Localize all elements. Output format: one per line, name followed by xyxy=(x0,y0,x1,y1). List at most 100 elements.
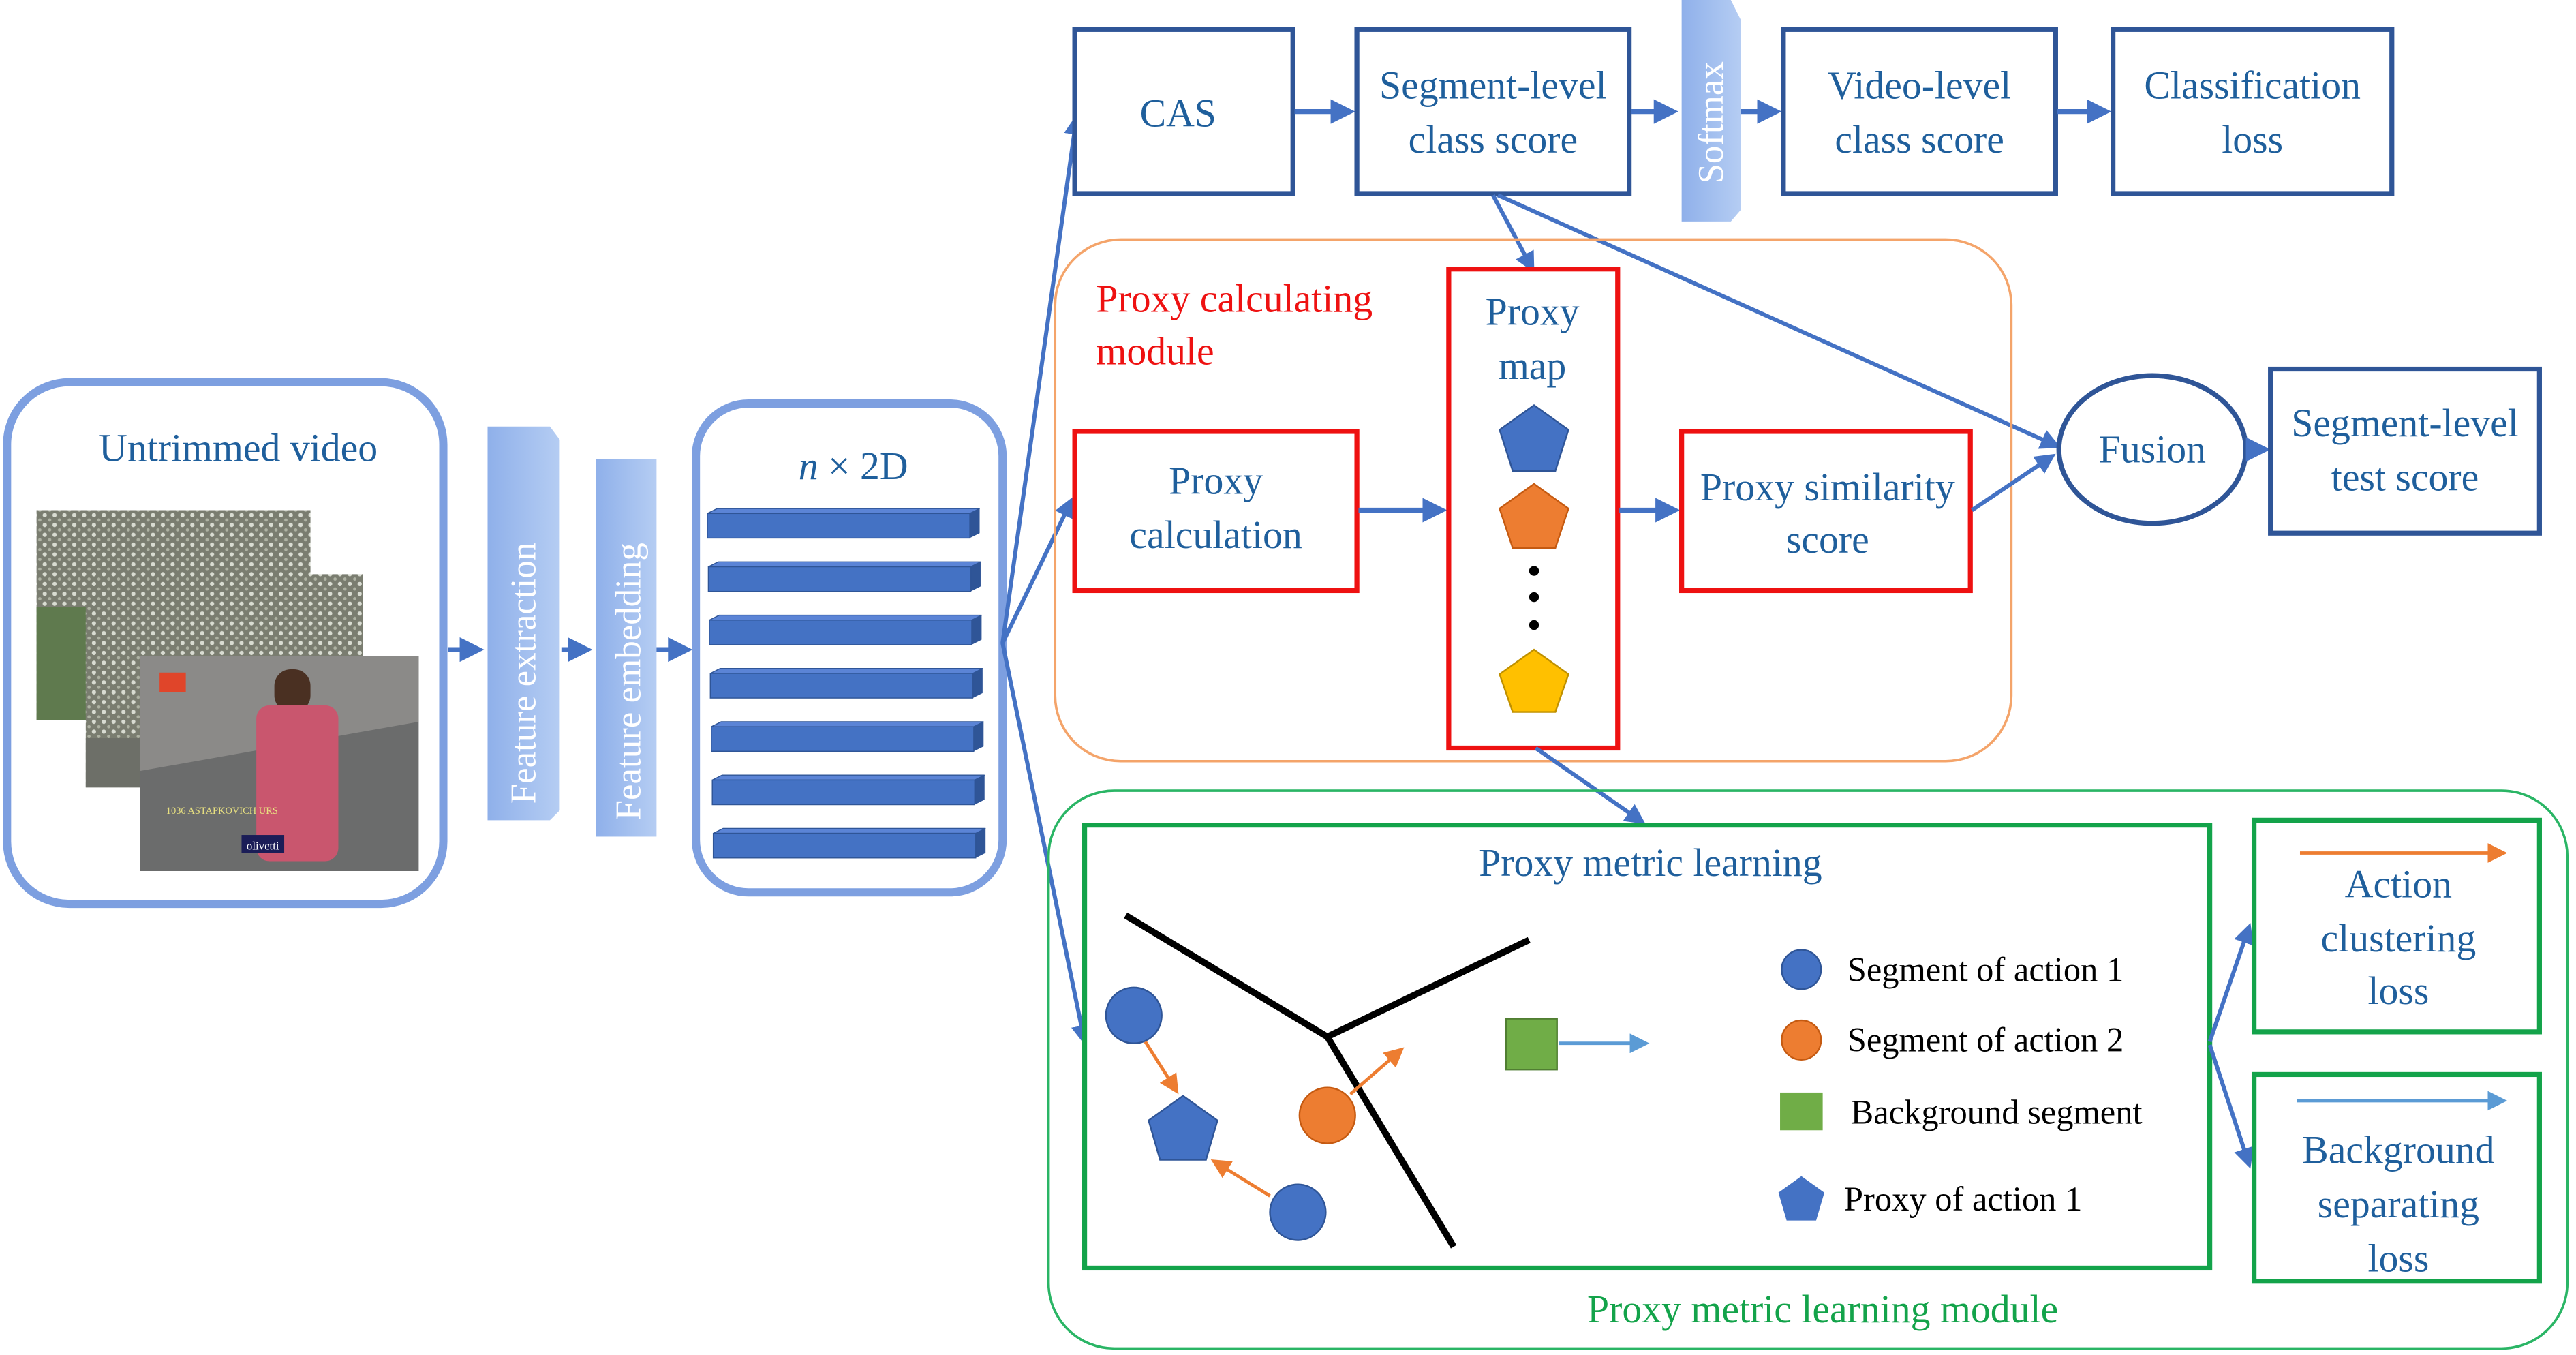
legend-circle-orange-icon xyxy=(1781,1019,1822,1061)
proxy-map-line2: map xyxy=(1499,345,1566,388)
push-arrow xyxy=(1349,1047,1405,1096)
segment-level-class-score-box: Segment-level class score xyxy=(1354,27,1632,196)
legend: Segment of action 1 Segment of action 2 … xyxy=(1778,949,2143,1221)
ellipsis-dot xyxy=(1529,566,1539,576)
legend-item: Segment of action 2 xyxy=(1781,1019,2124,1061)
legend-pentagon-blue-icon xyxy=(1778,1176,1825,1221)
test-score-line1: Segment-level xyxy=(2291,402,2519,445)
proxy-calculation-line2: calculation xyxy=(1129,514,1302,557)
legend-item: Segment of action 1 xyxy=(1781,949,2124,990)
segment-level-test-score-box: Segment-level test score xyxy=(2268,366,2542,536)
embedding-bar xyxy=(709,668,983,699)
arrow-stack-to-proxy-calculation xyxy=(1000,496,1074,644)
decision-boundary-lower xyxy=(1324,1035,1457,1249)
feature-embedding-block: Feature embedding xyxy=(596,459,657,837)
feature-embedding-label: Feature embedding xyxy=(609,543,648,820)
embedding-stack: n × 2D xyxy=(692,399,1007,897)
arrow-segment-score-to-proxy-map xyxy=(1491,194,1535,273)
proxy-action1-point xyxy=(1148,1095,1218,1161)
ellipsis-dot xyxy=(1529,620,1539,630)
legend-label: Background segment xyxy=(1851,1093,2143,1131)
segment-action1-point xyxy=(1269,1183,1327,1241)
legend-square-green-icon xyxy=(1780,1092,1823,1131)
video-overlay-text: 1036 ASTAPKOVICH URS xyxy=(166,806,278,817)
legend-circle-blue-icon xyxy=(1781,949,1822,990)
feature-extraction-bar xyxy=(487,426,560,821)
embedding-bar xyxy=(709,614,982,645)
proxy-calculation-box: Proxy calculation xyxy=(1072,429,1360,594)
cas-label: CAS xyxy=(1140,92,1216,135)
embedding-bar xyxy=(711,774,985,806)
classification-loss-line1: Classification xyxy=(2144,64,2361,107)
test-score-line2: test score xyxy=(2331,457,2479,500)
arrow-to-action-clustering-loss xyxy=(2207,923,2254,1043)
arrow-similarity-to-fusion xyxy=(1970,453,2056,513)
proxy-calculating-module-title-2: module xyxy=(1096,330,1214,373)
proxy-pentagon-blue xyxy=(1499,404,1569,472)
background-separating-line2: separating xyxy=(2318,1183,2479,1226)
embedding-bar xyxy=(707,561,981,592)
proxy-pentagon-orange xyxy=(1499,483,1569,549)
fusion-node: Fusion xyxy=(2056,373,2249,526)
proxy-calculating-module-title-1: Proxy calculating xyxy=(1096,277,1373,320)
proxy-metric-learning-module-frame xyxy=(1047,789,2569,1350)
proxy-map-box: Proxy map xyxy=(1446,267,1621,751)
legend-label: Segment of action 1 xyxy=(1847,950,2124,988)
arrow-segment-score-to-fusion xyxy=(1497,193,2061,449)
proxy-calculation-line1: Proxy xyxy=(1169,459,1263,502)
arrow-stack-to-metric-learning xyxy=(1000,642,1092,1046)
segment-score-line1: Segment-level xyxy=(1379,64,1607,107)
embedding-bars xyxy=(707,508,986,859)
action-clustering-line1: Action xyxy=(2345,864,2452,907)
proxy-metric-learning-box: Proxy metric learning Segment of action … xyxy=(1082,823,2213,1271)
arrow-stack-to-cas xyxy=(1000,114,1085,643)
action-clustering-line2: clustering xyxy=(2321,917,2477,960)
video-score-line2: class score xyxy=(1835,119,2004,162)
background-separating-line3: loss xyxy=(2367,1237,2429,1280)
softmax-label: Softmax xyxy=(1691,61,1731,183)
untrimmed-video-title: Untrimmed video xyxy=(99,427,378,470)
flag-icon xyxy=(159,672,186,692)
embedding-stack-title: n × 2D xyxy=(799,445,908,488)
video-level-class-score-box: Video-level class score xyxy=(1781,27,2058,196)
embedding-bar xyxy=(712,827,986,859)
legend-label: Proxy of action 1 xyxy=(1844,1180,2082,1218)
softmax-block: Softmax xyxy=(1681,0,1741,222)
proxy-similarity-score-box: Proxy similarity score xyxy=(1679,429,1973,594)
video-frame-3: 1036 ASTAPKOVICH URS olivetti xyxy=(140,656,419,871)
legend-item: Proxy of action 1 xyxy=(1778,1176,2082,1221)
proxy-similarity-line2: score xyxy=(1786,519,1869,562)
video-score-line1: Video-level xyxy=(1828,64,2011,107)
pull-arrow xyxy=(1210,1159,1271,1198)
proxy-map-line1: Proxy xyxy=(1486,291,1580,334)
feature-extraction-label: Feature extraction xyxy=(504,543,543,804)
segment-action1-point xyxy=(1105,986,1163,1044)
background-separating-line1: Background xyxy=(2302,1129,2494,1172)
athlete-head xyxy=(274,669,311,712)
action-clustering-line3: loss xyxy=(2367,970,2429,1013)
feature-extraction-block: Feature extraction xyxy=(487,426,560,821)
arrow-proxy-map-to-metric-learning xyxy=(1534,746,1646,825)
legend-item: Background segment xyxy=(1780,1092,2143,1131)
proxy-metric-learning-module-title: Proxy metric learning module xyxy=(1587,1288,2058,1331)
segment-action2-point xyxy=(1298,1086,1356,1144)
arrow-to-background-separating-loss xyxy=(2207,1044,2254,1169)
embedding-bar xyxy=(711,721,984,752)
pull-arrow xyxy=(1144,1041,1179,1095)
ellipsis-dot xyxy=(1529,592,1539,603)
action-clustering-loss-box: Action clustering loss xyxy=(2251,817,2542,1035)
athlete-body xyxy=(256,705,339,862)
classification-branch: CAS Segment-level class score Softmax Vi… xyxy=(1072,0,2395,222)
cas-box: CAS xyxy=(1072,27,1295,196)
proxy-calculating-module: Proxy calculating module Proxy calculati… xyxy=(1054,238,2013,763)
fusion-label: Fusion xyxy=(2099,429,2206,472)
background-separating-loss-box: Background separating loss xyxy=(2251,1071,2542,1284)
video-sponsor-text: olivetti xyxy=(247,840,279,853)
proxy-metric-learning-title: Proxy metric learning xyxy=(1479,842,1822,885)
proxy-similarity-line1: Proxy similarity xyxy=(1700,466,1955,509)
proxy-calculating-module-frame xyxy=(1054,238,2013,763)
classification-loss-line2: loss xyxy=(2222,119,2283,162)
legend-label: Segment of action 2 xyxy=(1847,1021,2124,1059)
proxy-pentagon-yellow xyxy=(1499,648,1569,713)
